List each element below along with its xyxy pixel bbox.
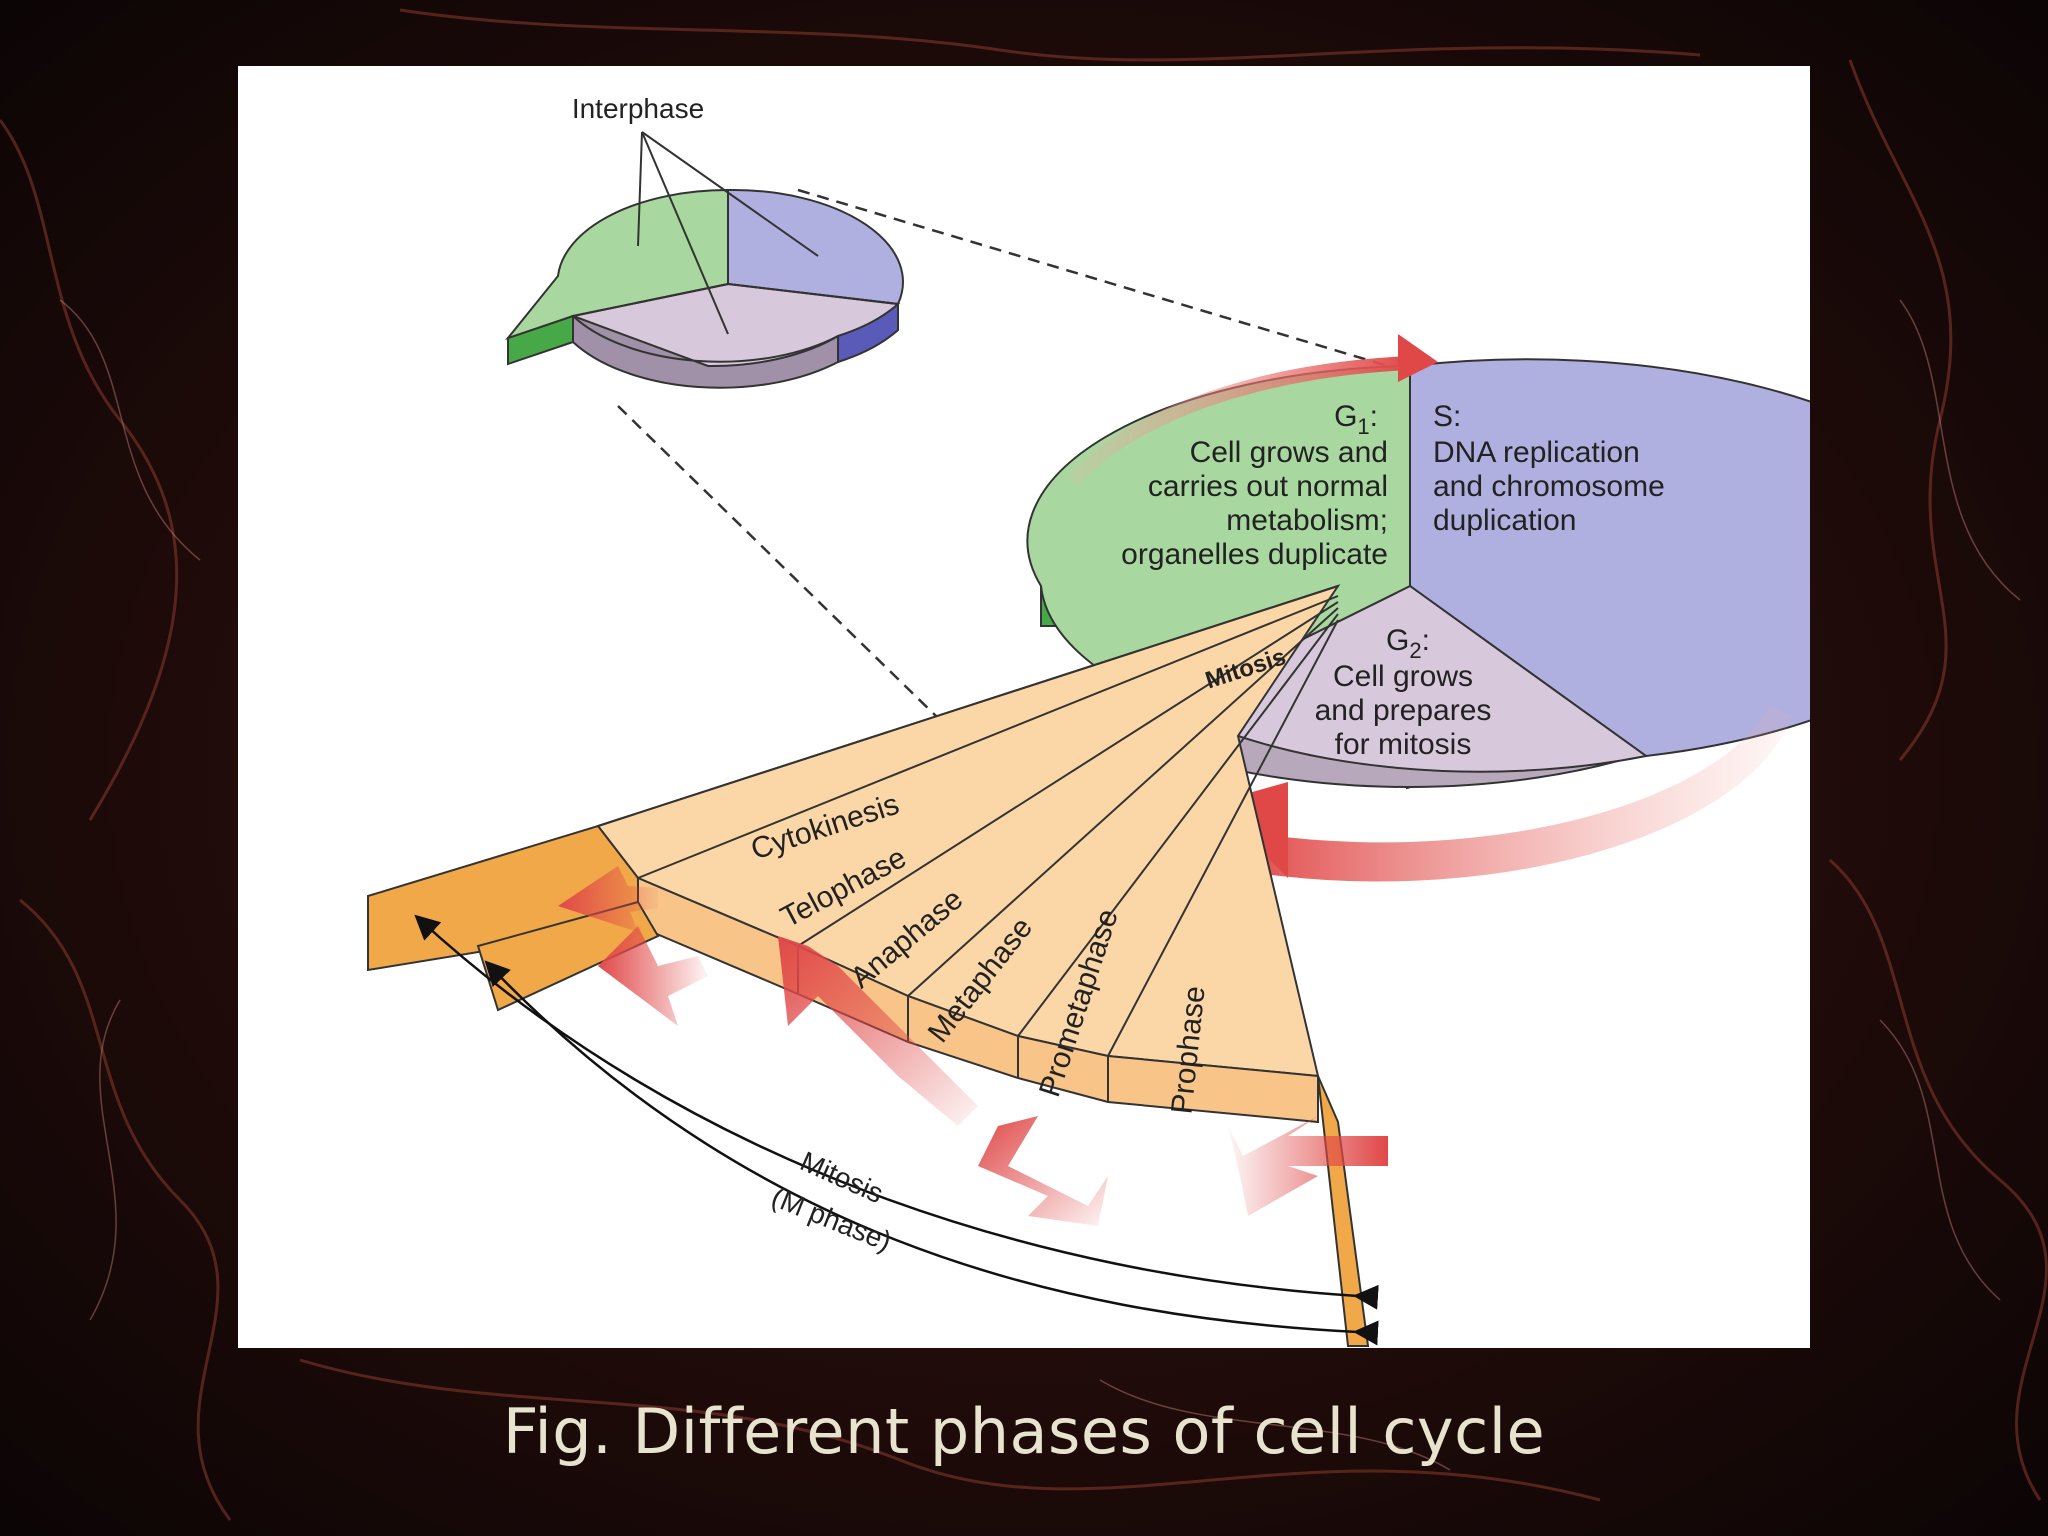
top-progress-arrow bbox=[1068, 356, 1410, 486]
g1-text: G1: Cell grows and carries out normal me… bbox=[1121, 400, 1388, 571]
figure-caption: Fig. Different phases of cell cycle bbox=[502, 1395, 1546, 1468]
s-line-2: and chromosome bbox=[1433, 470, 1665, 503]
g2-line-1: Cell grows bbox=[1333, 660, 1473, 693]
g2-subscript: 2 bbox=[1409, 638, 1421, 663]
svg-text:G1:: G1: bbox=[1334, 400, 1378, 439]
g2-line-3: for mitosis bbox=[1335, 728, 1472, 761]
g1-line-3: metabolism; bbox=[1226, 504, 1388, 537]
s-line-3: duplication bbox=[1433, 504, 1576, 537]
small-pie bbox=[505, 188, 904, 389]
interphase-label: Interphase bbox=[572, 93, 704, 124]
m-phase-arrows bbox=[414, 914, 1379, 1346]
s-name: S: bbox=[1433, 400, 1461, 433]
interphase-pointer-lines bbox=[637, 131, 819, 335]
top-arrowhead bbox=[1398, 334, 1438, 382]
svg-text:G2:: G2: bbox=[1386, 624, 1430, 663]
s-line-1: DNA replication bbox=[1433, 436, 1640, 469]
large-pie bbox=[1026, 358, 1810, 790]
g1-name: G bbox=[1334, 400, 1357, 433]
projection-lines bbox=[617, 188, 1389, 719]
cell-cycle-diagram: Interphase G1: Cell grows and carries ou… bbox=[367, 93, 1810, 1347]
g2-text: G2: Cell grows and prepares for mitosis bbox=[1315, 624, 1492, 761]
g1-line-2: carries out normal bbox=[1148, 470, 1388, 503]
g2-line-2: and prepares bbox=[1315, 694, 1492, 727]
g2-name: G bbox=[1386, 624, 1409, 657]
g1-subscript: 1 bbox=[1357, 414, 1369, 439]
bottom-progress-arrow bbox=[1238, 706, 1792, 882]
g1-line-4: organelles duplicate bbox=[1121, 538, 1388, 571]
s-text: S: DNA replication and chromosome duplic… bbox=[1433, 400, 1665, 537]
g1-line-1: Cell grows and bbox=[1190, 436, 1388, 469]
cell-cycle-figure: Interphase G1: Cell grows and carries ou… bbox=[238, 66, 1810, 1348]
